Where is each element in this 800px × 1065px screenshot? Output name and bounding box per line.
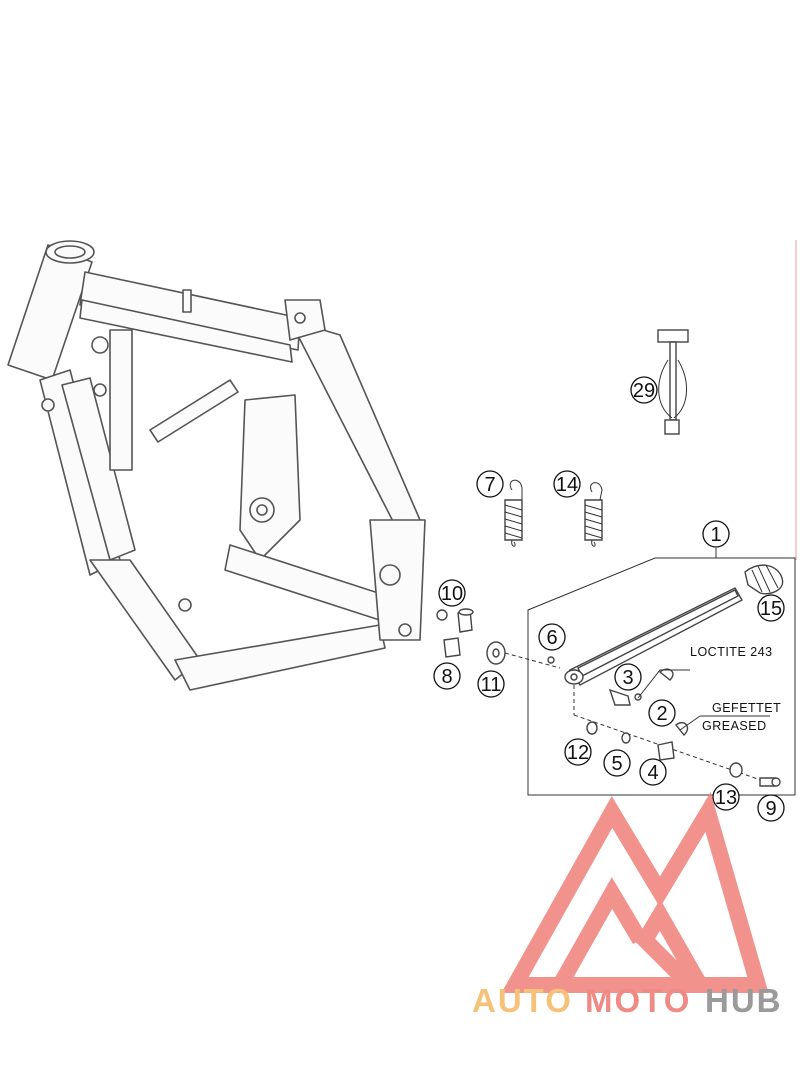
logo-hub: HUB	[705, 982, 783, 1019]
callout-15: 15	[757, 594, 785, 622]
tool-part	[657, 329, 689, 435]
callout-4: 4	[639, 758, 667, 786]
side-stand-leg	[564, 587, 743, 686]
logo-moto: MOTO	[585, 982, 691, 1019]
note-gefettet: GEFETTET	[712, 701, 781, 715]
logo-auto: AUTO	[472, 982, 573, 1019]
svg-text:12: 12	[567, 742, 589, 764]
callout-14: 14	[553, 470, 581, 498]
svg-text:4: 4	[647, 762, 658, 784]
automotohub-logo-text: AUTO MOTO HUB	[472, 982, 783, 1019]
callout-1: 1	[702, 520, 730, 548]
callout-3: 3	[614, 663, 642, 691]
callout-9: 9	[757, 794, 785, 822]
svg-text:15: 15	[760, 598, 782, 620]
svg-text:7: 7	[484, 474, 495, 496]
callout-11: 11	[477, 670, 505, 698]
svg-text:10: 10	[441, 583, 463, 605]
svg-text:5: 5	[611, 753, 622, 775]
svg-text:3: 3	[622, 667, 633, 689]
svg-text:2: 2	[656, 703, 667, 725]
motorcycle-frame	[7, 240, 426, 691]
spring-part	[584, 482, 603, 547]
spring-part	[504, 479, 523, 547]
note-greased: GREASED	[702, 719, 767, 733]
callout-2: 2	[648, 699, 676, 727]
svg-text:13: 13	[715, 787, 737, 809]
svg-text:8: 8	[441, 666, 452, 688]
note-loctite: LOCTITE 243	[690, 645, 773, 659]
svg-text:1: 1	[710, 524, 721, 546]
svg-text:6: 6	[546, 627, 557, 649]
callout-8: 8	[433, 662, 461, 690]
callout-6: 6	[538, 623, 566, 651]
callout-5: 5	[603, 749, 631, 777]
small-fittings	[436, 608, 561, 669]
callout-13: 13	[712, 783, 740, 811]
svg-text:14: 14	[556, 474, 578, 496]
svg-text:29: 29	[633, 380, 655, 402]
callout-10: 10	[438, 579, 466, 607]
svg-text:11: 11	[481, 674, 502, 696]
svg-text:9: 9	[765, 798, 776, 820]
rubber-foot-part	[744, 564, 784, 595]
side-stand-assembly-outline	[527, 548, 796, 796]
automotohub-logo-mark	[501, 792, 769, 993]
callout-29: 29	[630, 376, 658, 404]
callout-12: 12	[564, 738, 592, 766]
callout-7: 7	[476, 470, 504, 498]
